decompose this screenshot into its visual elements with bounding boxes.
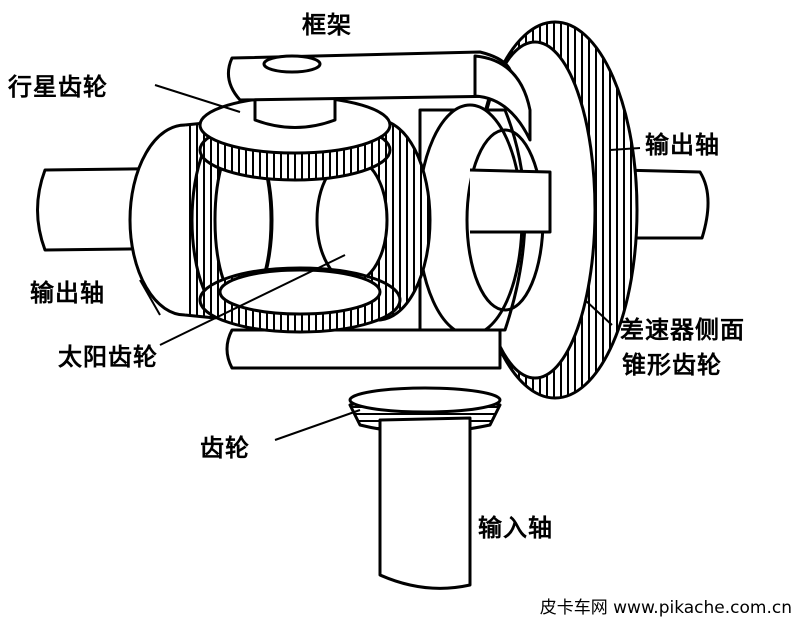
gear-leader	[274, 409, 361, 441]
watermark: 皮卡车网 www.pikache.com.cn	[539, 598, 792, 618]
gear-label: 齿轮	[200, 434, 250, 462]
side-bevel-label-line2: 锥形齿轮	[622, 351, 722, 379]
frame-label: 框架	[302, 11, 352, 39]
carrier-drum	[416, 103, 552, 337]
planet-gear-leader	[154, 84, 241, 113]
output-shaft-right-label: 输出轴	[645, 131, 720, 159]
side-bevel-label-line1: 差速器侧面	[620, 316, 745, 344]
frame-top-arm	[226, 50, 532, 142]
frame-bottom-arm	[225, 328, 502, 370]
lower-planet-gear	[198, 266, 402, 334]
left-output-leader	[139, 279, 161, 316]
leader-lines	[139, 84, 641, 441]
side-gear-leader	[584, 299, 613, 326]
input-shaft	[378, 416, 472, 590]
input-shaft-label: 输入轴	[478, 514, 553, 542]
sun-gear-label: 太阳齿轮	[58, 343, 158, 371]
planet-gear-label: 行星齿轮	[8, 73, 108, 101]
right-output-leader	[609, 147, 641, 151]
output-shaft-left-label: 输出轴	[30, 279, 105, 307]
sun-gear-leader	[159, 254, 346, 346]
